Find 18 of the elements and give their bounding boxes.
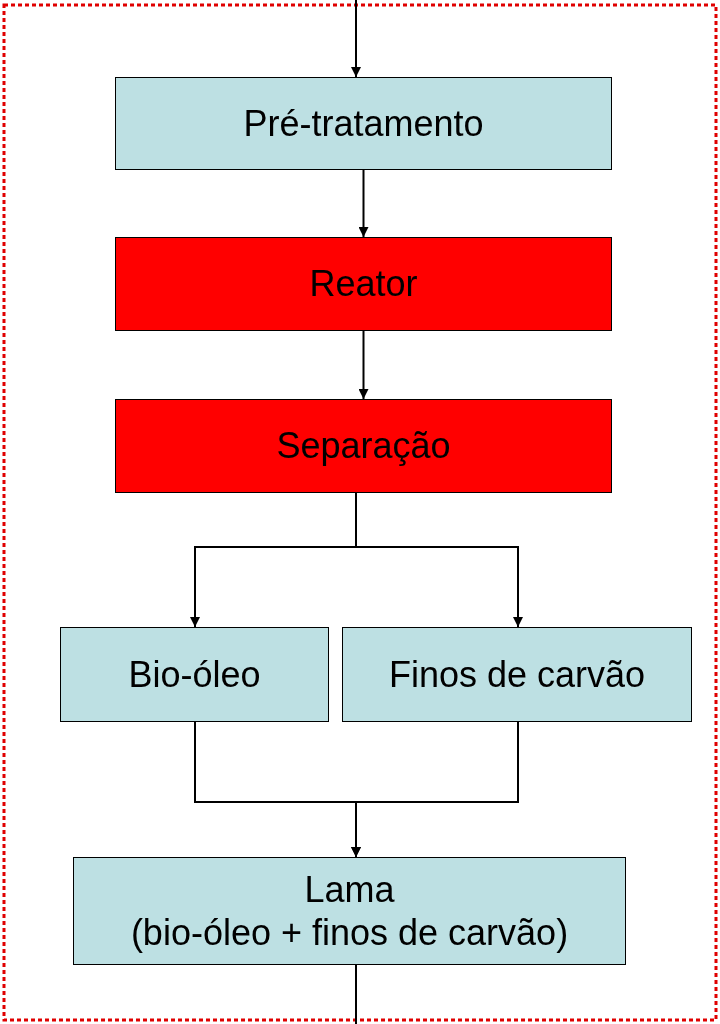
arrow bbox=[358, 330, 369, 400]
box-label: Pré-tratamento bbox=[243, 101, 484, 146]
process-box bbox=[115, 77, 612, 170]
arrow bbox=[351, 0, 361, 78]
box-label: Bio-óleo bbox=[128, 652, 261, 697]
product-box bbox=[342, 627, 692, 722]
product-box bbox=[60, 627, 329, 722]
process-box bbox=[115, 399, 612, 493]
arrow bbox=[351, 721, 519, 858]
process-box bbox=[115, 237, 612, 331]
arrow bbox=[355, 492, 523, 628]
arrow bbox=[358, 169, 369, 238]
box-label: Finos de carvão bbox=[388, 652, 646, 697]
box-label: Separação bbox=[276, 424, 451, 468]
box-label: Lama bbox=[304, 867, 395, 911]
box-label: Reator bbox=[309, 262, 418, 306]
product-box bbox=[73, 857, 626, 965]
box-label: (bio-óleo + finos de carvão) bbox=[130, 911, 569, 955]
